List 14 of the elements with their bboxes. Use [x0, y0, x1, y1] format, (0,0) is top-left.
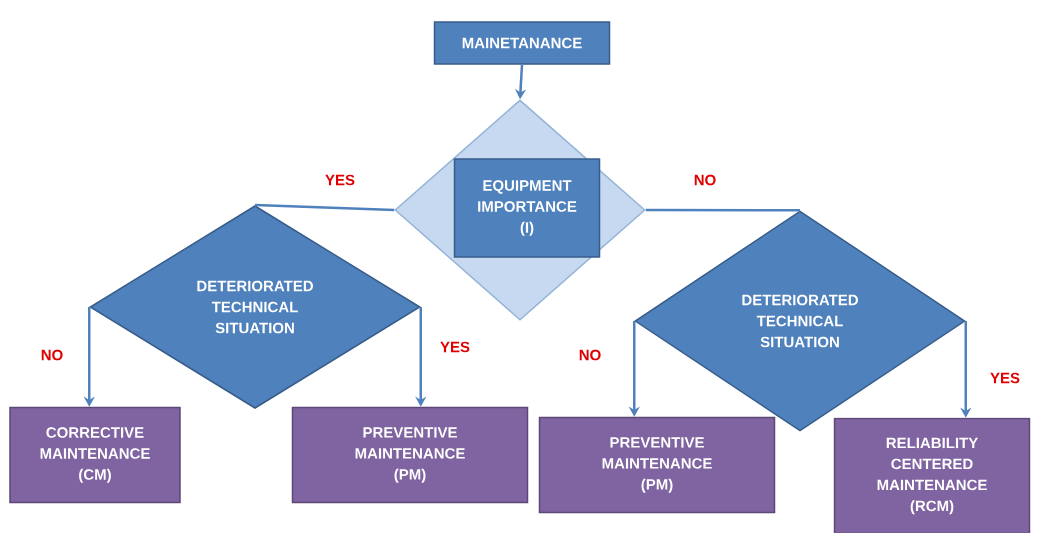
edge-label: YES — [990, 372, 1020, 384]
edge-label: YES — [325, 174, 355, 186]
result-box: PREVENTIVE MAINTENANCE (PM) — [291, 406, 529, 504]
process-box: MAINETANANCE — [433, 21, 611, 65]
process-box: EQUIPMENT IMPORTANCE (I) — [453, 158, 601, 258]
edge-label: NO — [41, 349, 63, 361]
connector-line — [645, 208, 800, 212]
result-box: CORRECTIVE MAINTENANCE (CM) — [9, 406, 181, 504]
connector-line — [254, 203, 395, 212]
edge-label: NO — [694, 174, 716, 186]
result-box: RELIABILITY CENTERED MAINTENANCE (RCM) — [833, 417, 1031, 533]
edge-label: YES — [440, 341, 470, 353]
edge-label: NO — [579, 349, 601, 361]
result-box: PREVENTIVE MAINTENANCE (PM) — [538, 416, 776, 514]
